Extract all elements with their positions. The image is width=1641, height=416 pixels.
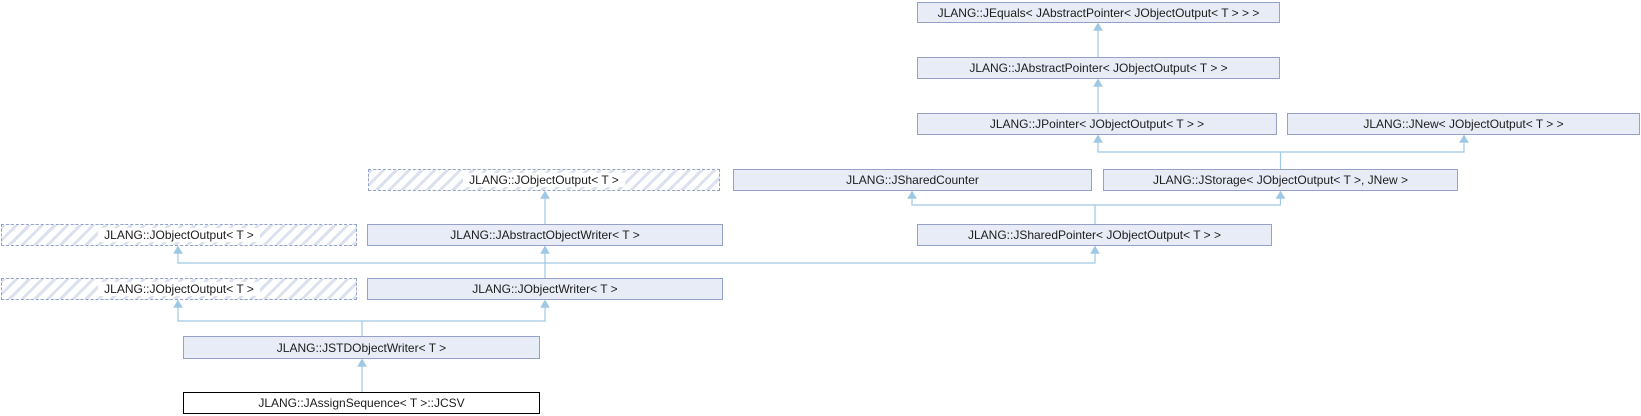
class-node-jabstractpointer[interactable]: JLANG::JAbstractPointer< JObjectOutput< … — [917, 57, 1280, 79]
edge-jpointer-to-jabstractpointer — [1093, 78, 1103, 113]
class-label: JLANG::JSharedPointer< JObjectOutput< T … — [967, 228, 1222, 242]
class-node-jsharedpointer[interactable]: JLANG::JSharedPointer< JObjectOutput< T … — [917, 224, 1272, 246]
class-label: JLANG::JSTDObjectWriter< T > — [276, 340, 447, 355]
class-node-jobjectoutput-bottom: JLANG::JObjectOutput< T > — [1, 278, 357, 300]
edge-jstorage-to-jpointer-and-jnew — [1093, 134, 1469, 169]
edge-jstdobjectwriter-to-parents — [173, 299, 550, 336]
class-label: JLANG::JAssignSequence< T >::JCSV — [258, 396, 465, 410]
edge-jabstractobjectwriter-to-jobjectoutput — [540, 190, 550, 224]
class-node-jpointer[interactable]: JLANG::JPointer< JObjectOutput< T > > — [917, 113, 1277, 135]
class-node-jsharedcounter[interactable]: JLANG::JSharedCounter — [733, 169, 1092, 191]
class-label: JLANG::JPointer< JObjectOutput< T > > — [989, 117, 1205, 131]
class-node-jequals[interactable]: JLANG::JEquals< JAbstractPointer< JObjec… — [917, 2, 1280, 23]
edge-jsharedpointer-to-jsharedcounter-and-jstorage — [907, 190, 1286, 224]
class-label: JLANG::JAbstractPointer< JObjectOutput< … — [969, 61, 1228, 75]
edge-jobjectwriter-to-parents — [173, 245, 1100, 278]
class-node-jcsv-current: JLANG::JAssignSequence< T >::JCSV — [183, 392, 540, 414]
class-label: JLANG::JStorage< JObjectOutput< T >, JNe… — [1152, 173, 1409, 187]
class-label: JLANG::JObjectOutput< T > — [98, 228, 260, 242]
class-label: JLANG::JObjectOutput< T > — [98, 282, 260, 296]
class-node-jabstractobjectwriter[interactable]: JLANG::JAbstractObjectWriter< T > — [367, 224, 723, 246]
class-node-jobjectwriter[interactable]: JLANG::JObjectWriter< T > — [367, 278, 723, 300]
class-node-jstdobjectwriter[interactable]: JLANG::JSTDObjectWriter< T > — [183, 336, 540, 359]
class-label: JLANG::JNew< JObjectOutput< T > > — [1363, 117, 1564, 131]
class-node-jobjectoutput-middle: JLANG::JObjectOutput< T > — [1, 224, 357, 246]
class-label: JLANG::JSharedCounter — [846, 173, 979, 187]
edge-jcsv-to-jstdobjectwriter — [357, 358, 367, 392]
class-node-jobjectoutput-top: JLANG::JObjectOutput< T > — [368, 169, 720, 191]
class-label: JLANG::JObjectWriter< T > — [472, 282, 618, 296]
class-label: JLANG::JObjectOutput< T > — [463, 173, 625, 187]
class-node-jnew[interactable]: JLANG::JNew< JObjectOutput< T > > — [1287, 113, 1640, 135]
class-label: JLANG::JAbstractObjectWriter< T > — [450, 228, 640, 242]
edge-jabstractpointer-to-jequals — [1093, 22, 1103, 57]
class-node-jstorage[interactable]: JLANG::JStorage< JObjectOutput< T >, JNe… — [1103, 169, 1458, 191]
class-label: JLANG::JEquals< JAbstractPointer< JObjec… — [937, 5, 1260, 20]
